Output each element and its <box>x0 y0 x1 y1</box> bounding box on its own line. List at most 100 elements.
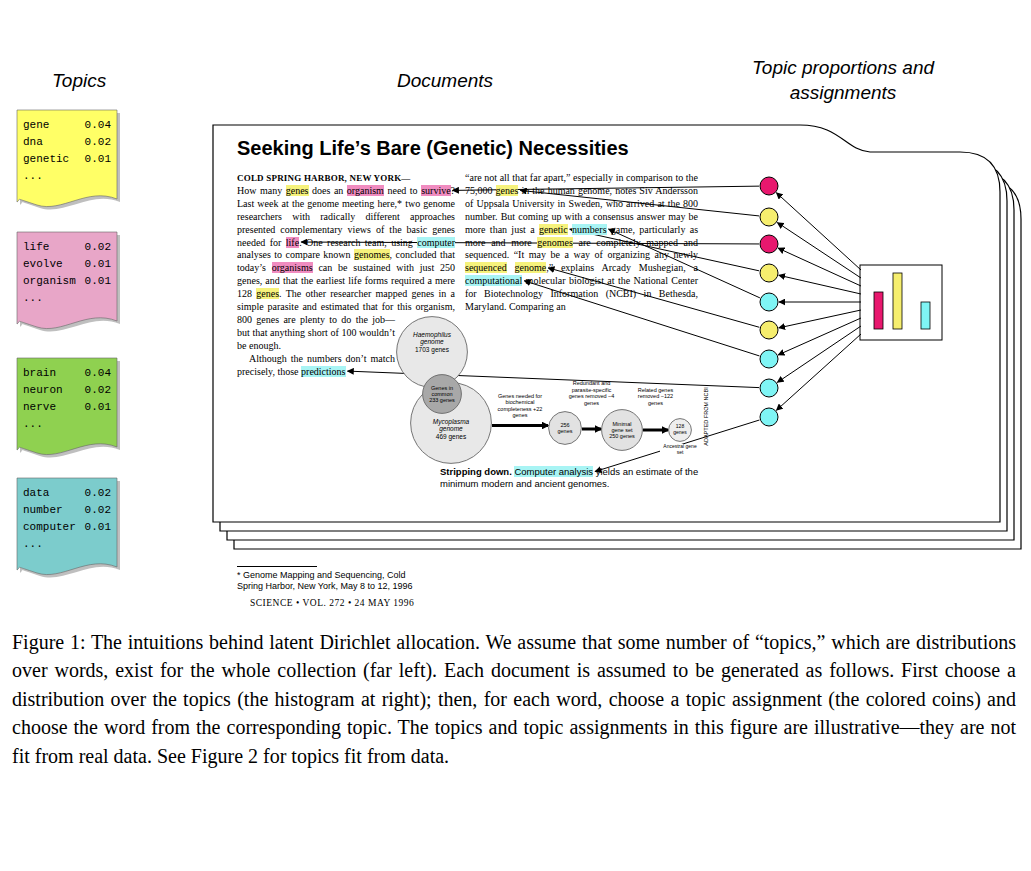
article-text: . One research team, using <box>299 237 413 248</box>
circle-text: Genes in common <box>426 385 458 398</box>
highlighted-word: sequenced <box>465 262 507 273</box>
footnote: * Genome Mapping and Sequencing, Cold Sp… <box>237 566 427 592</box>
highlighted-word: genome <box>515 262 547 273</box>
topic-coin <box>760 208 778 226</box>
word-probability: 0.04 <box>85 117 111 134</box>
page-fill <box>213 125 1000 522</box>
topic-word-list: gene 0.04 dna 0.02 genetic 0.01... <box>23 117 111 185</box>
word-probability: 0.01 <box>85 399 111 416</box>
word-probability: 0.02 <box>85 485 111 502</box>
proportion-arrow <box>777 326 861 382</box>
circle-shape <box>602 410 643 451</box>
highlighted-word: life <box>286 237 299 248</box>
word-probability: 0.01 <box>85 151 111 168</box>
topic-word: neuron <box>23 382 63 399</box>
edge-label: Related genes removed −122 genes <box>634 387 678 407</box>
topic-coin <box>760 321 778 339</box>
edge-label: Redundant and parasite-specific genes re… <box>564 380 620 406</box>
circle-text: Minimal gene set <box>606 421 638 434</box>
topic-coin <box>760 235 778 253</box>
word-probability: 0.01 <box>85 256 111 273</box>
circle-text: 233 genes <box>426 397 458 403</box>
topic-coin <box>760 264 778 282</box>
word-probability: 0.01 <box>85 273 111 290</box>
note-outline <box>17 358 117 455</box>
document-page: Seeking Life’s Bare (Genetic) Necessitie… <box>213 125 1000 522</box>
circle-text: Haemophilus genome <box>406 331 458 346</box>
circle-text: 128 genes <box>671 424 689 436</box>
highlighted-word: genes <box>286 185 309 196</box>
article-title: Seeking Life’s Bare (Genetic) Necessitie… <box>237 136 629 160</box>
histogram-frame <box>860 265 942 340</box>
proportion-arrow <box>776 334 861 410</box>
topic-note: life0.02evolve0.01organism0.01... <box>17 232 117 333</box>
word-probability: 0.01 <box>85 519 111 536</box>
topic-word: ... <box>23 416 63 433</box>
highlighted-word: computational <box>465 275 522 286</box>
circle-label: 256 genes <box>553 422 577 435</box>
proportion-arrow <box>779 302 861 303</box>
article-text: COLD SPRING HARBOR, NEW YORK— <box>237 172 455 185</box>
circle-text: 1703 genes <box>406 346 458 353</box>
arrow-connector <box>643 429 668 432</box>
topic-word: evolve <box>23 256 76 273</box>
topic-word-list: brain0.04neuron0.02nerve0.01... <box>23 365 111 433</box>
topic-word: gene <box>23 117 69 134</box>
article-text: How many <box>237 185 282 196</box>
topic-note: data0.02number0.02computer0.01... <box>17 478 117 579</box>
circle-text: 469 genes <box>425 433 477 440</box>
circle-label: Mycoplasma genome469 genes <box>425 418 477 440</box>
proportion-arrow <box>778 318 861 355</box>
highlighted-word: genomes <box>537 237 573 248</box>
word-probability: 0.04 <box>85 365 111 382</box>
topic-coin <box>760 177 778 195</box>
word-probability: 0.02 <box>85 502 111 519</box>
circle-shape <box>411 383 492 464</box>
circle-shape <box>549 412 582 445</box>
topic-word: dna <box>23 134 69 151</box>
highlighted-word: genes <box>256 288 279 299</box>
circle-label: Minimal gene set250 genes <box>606 421 638 440</box>
arrow-connector <box>582 428 601 431</box>
topic-word-list: life0.02evolve0.01organism0.01... <box>23 239 111 307</box>
column-heading: Topic proportions and assignments <box>728 55 958 105</box>
topic-word: ... <box>23 168 69 185</box>
column-heading: Documents <box>397 68 557 93</box>
circle-label: 128 genes <box>671 424 689 436</box>
credit-line: ADAPTED FROM NCBI <box>703 377 710 457</box>
circle-label: Genes in common233 genes <box>426 385 458 404</box>
proportion-arrow <box>776 193 861 270</box>
note-outline <box>17 232 117 329</box>
page-edge <box>213 125 1000 522</box>
gene-set-circle: Genes in common233 genes <box>422 374 462 414</box>
journal-footer: SCIENCE • VOL. 272 • 24 MAY 1996 <box>250 598 414 608</box>
proportion-arrow <box>779 275 861 294</box>
highlighted-word: survive <box>421 185 450 196</box>
gene-set-circle: 256 genes <box>548 411 582 445</box>
gene-set-circle: Minimal gene set250 genes <box>601 409 643 451</box>
article-text: analyses to compare known <box>237 249 351 260</box>
word-probability: 0.02 <box>85 382 111 399</box>
figure-caption: Figure 1: The intuitions behind latent D… <box>12 628 1016 770</box>
circle-shape <box>669 419 692 442</box>
paragraph: Stripping down. Computer analysis yields… <box>440 466 702 489</box>
article-text: does an <box>312 185 343 196</box>
circle-label: Haemophilus genome1703 genes <box>406 331 458 353</box>
topic-note: brain0.04neuron0.02nerve0.01... <box>17 358 117 459</box>
word-probability: 0.02 <box>85 239 111 256</box>
topic-word: genetic <box>23 151 69 168</box>
topic-word: ... <box>23 290 76 307</box>
gene-set-circle: 128 genesAncestral gene set <box>668 418 692 442</box>
proportion-arrow <box>777 223 861 278</box>
edge-label: Genes needed for biochemical completenes… <box>492 393 548 419</box>
note-outline <box>17 478 117 575</box>
topic-word: number <box>23 502 76 519</box>
paragraph: * Genome Mapping and Sequencing, Cold Sp… <box>237 570 427 592</box>
note-outline <box>17 110 117 207</box>
highlighted-word: organism <box>347 185 384 196</box>
word-probability: 0.02 <box>85 134 111 151</box>
figure-caption-box: Stripping down. Computer analysis yields… <box>440 466 702 489</box>
highlighted-word: genetic <box>539 224 568 235</box>
article-text: Stripping down. <box>440 466 512 477</box>
